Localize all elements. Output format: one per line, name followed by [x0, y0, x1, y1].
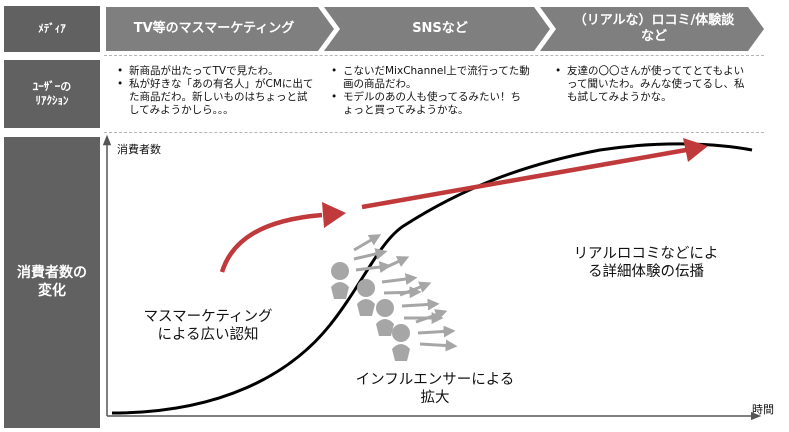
media-sns-label: SNSなど — [342, 7, 538, 51]
reaction-list-sns: こないだMixChannel上で流行ってた動画の商品だわ。 モデルのあの人も使っ… — [330, 65, 530, 117]
mass-arrowhead — [322, 202, 346, 228]
separator-top — [104, 55, 764, 56]
media-chevrons — [106, 7, 764, 51]
y-axis-label: 消費者数 — [117, 143, 161, 156]
annotation-influencer: インフルエンサーによる 拡大 — [355, 372, 515, 406]
media-mass-text: TV等のマスマーケティング — [133, 21, 295, 37]
media-wom-text: （リアルな）ロコミ/体験談 など — [573, 13, 735, 44]
spread-arrow — [419, 339, 458, 352]
x-axis-label: 時間 — [752, 403, 774, 416]
chevron-wom — [540, 7, 764, 51]
reaction-item: モデルのあの人も使ってるみたい！ちょっと買ってみようかな。 — [330, 91, 530, 117]
reaction-list-mass: 新商品が出たってTVで見たわ。 私が好きな「あの有名人」がCMに出てた商品だわ。… — [116, 65, 316, 117]
annotation-mass-marketing: マスマーケティング による広い認知 — [143, 309, 273, 343]
spread-arrow — [401, 298, 440, 311]
annotation-word-of-mouth: リアルロコミなどによ る詳細体験の伝播 — [573, 246, 719, 280]
spread-arrow — [383, 286, 422, 299]
chevron-mass — [106, 7, 334, 51]
chevron-sns — [324, 7, 550, 51]
row-label-media-text: ﾒﾃﾞｨｱ — [38, 22, 66, 36]
spread-arrow — [381, 273, 418, 285]
spread-arrow — [399, 281, 432, 297]
reaction-item: 新商品が出たってTVで見たわ。 — [116, 65, 316, 78]
reaction-item: 私が好きな「あの有名人」がCMに出てた商品だわ。新しいものはちょっと試してみよう… — [116, 78, 316, 117]
reaction-item: こないだMixChannel上で流行ってた動画の商品だわ。 — [330, 65, 530, 91]
row-label-media: ﾒﾃﾞｨｱ — [4, 6, 100, 52]
reaction-list-wom: 友達の〇〇さんが使っててとてもよいって聞いたわ。みんな使ってるし、私も試してみよ… — [554, 65, 754, 104]
person-icon — [357, 279, 375, 316]
person-icon — [331, 262, 349, 299]
mass-arrow — [219, 212, 323, 273]
person-icon — [376, 299, 394, 336]
spread-arrow — [353, 234, 382, 252]
media-wom-label: （リアルな）ロコミ/体験談 など — [556, 7, 752, 51]
word-of-mouth-arrowhead — [683, 138, 708, 162]
media-sns-text: SNSなど — [412, 21, 468, 37]
spread-arrow — [417, 325, 456, 338]
spread-arrows — [353, 234, 458, 352]
spread-arrow — [415, 309, 448, 324]
word-of-mouth-arrow — [361, 147, 687, 210]
media-mass-label: TV等のマスマーケティング — [108, 7, 320, 51]
person-icon — [392, 324, 410, 361]
spread-arrow — [379, 256, 410, 272]
reaction-item: 友達の〇〇さんが使っててとてもよいって聞いたわ。みんな使ってるし、私も試してみよ… — [554, 65, 754, 104]
adoption-s-curve — [111, 142, 753, 415]
spread-arrow — [353, 248, 388, 261]
row-label-reaction-text: ﾕｰｻﾞｰの ﾘｱｸｼｮﾝ — [32, 80, 72, 107]
influencer-people — [331, 262, 410, 361]
row-label-change-text: 消費者数の 変化 — [17, 265, 87, 299]
spread-arrow — [355, 261, 392, 273]
row-label-reaction: ﾕｰｻﾞｰの ﾘｱｸｼｮﾝ — [4, 60, 100, 128]
separator-middle — [104, 132, 764, 133]
row-label-change: 消費者数の 変化 — [4, 137, 100, 428]
